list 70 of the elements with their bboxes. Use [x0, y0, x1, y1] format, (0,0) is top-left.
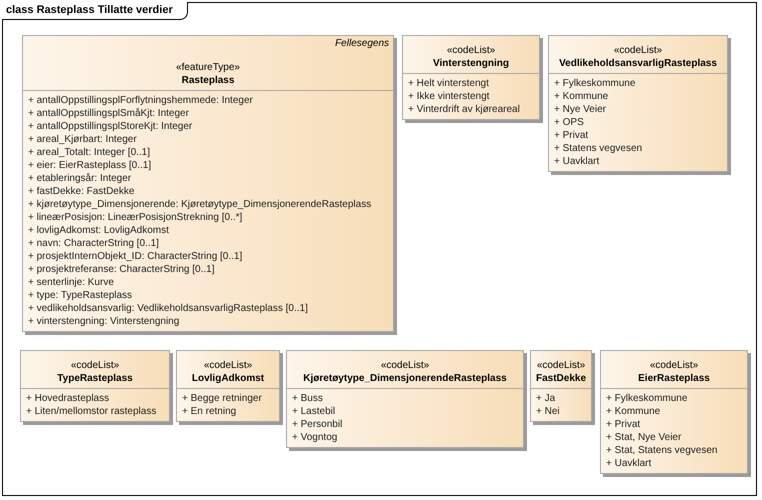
uml-class-box	[20, 350, 170, 422]
attribute-text: + vedlikeholdsansvarlig: VedlikeholdsansvarligRasteplass [0..1]	[28, 302, 309, 315]
attribute-text: + eier: EierRasteplass [0..1]	[28, 159, 152, 172]
attribute-text: + OPS	[554, 116, 585, 129]
attribute-text: + antallOppstillingsplStoreKjt: Integer	[28, 120, 194, 133]
attribute-text: + fastDekke: FastDekke	[28, 185, 136, 198]
attribute-text: + prosjektInternObjekt_ID: CharacterString [0..1]	[28, 250, 244, 263]
class-name: EierRasteplass	[638, 372, 710, 385]
stereotype-label: «featureType»	[176, 61, 240, 74]
attribute-text: + etableringsår: Integer	[28, 172, 132, 185]
attribute-text: + senterlinje: Kurve	[28, 276, 115, 289]
attribute-text: + En retning	[182, 405, 238, 418]
attribute-text: + kjøretøytype_Dimensjonerende: Kjøretøytype_DimensjonerendeRasteplass	[28, 198, 372, 211]
attribute-text: + Helt vinterstengt	[408, 77, 490, 90]
attribute-text: + Privat	[554, 129, 590, 142]
attribute-text: + Ja	[536, 392, 556, 405]
attribute-text: + lineærPosisjon: LineærPosisjonStrekning [0..*]	[28, 211, 244, 224]
attribute-text: + antallOppstillingsplForflytningshemmede: Integer	[28, 94, 254, 107]
attribute-text: + Liten/mellomstor rasteplass	[26, 405, 158, 418]
attribute-text: + navn: CharacterString [0..1]	[28, 237, 160, 250]
attribute-text: + Ikke vinterstengt	[408, 90, 490, 103]
attribute-text: + Hovedrasteplass	[26, 392, 110, 405]
attribute-text: + type: TypeRasteplass	[28, 289, 134, 302]
attribute-text: + areal_Kjørbart: Integer	[28, 133, 138, 146]
stereotype-label: «codeList»	[380, 359, 430, 372]
stereotype-label: «codeList»	[614, 44, 662, 57]
attribute-text: + Stat, Nye Veier	[606, 431, 682, 444]
attribute-text: + Begge retninger	[182, 392, 263, 405]
attribute-text: + areal_Totalt: Integer [0..1]	[28, 146, 152, 159]
attribute-text: + vinterstengning: Vinterstengning	[28, 315, 180, 328]
attribute-text: + Nye Veier	[554, 103, 607, 116]
stereotype-label: «codeList»	[446, 44, 496, 57]
attribute-text: + Uavklart	[554, 155, 600, 168]
attribute-text: + Personbil	[292, 418, 344, 431]
attribute-text: + Kommune	[554, 90, 610, 103]
class-name: Kjøretøytype_DimensjonerendeRasteplass	[303, 372, 507, 385]
class-name: Vinterstengning	[433, 57, 509, 70]
stereotype-label: «codeList»	[650, 359, 698, 372]
attribute-text: + Vogntog	[292, 431, 338, 444]
stereotype-label: «codeList»	[536, 359, 586, 372]
class-name: FastDekke	[536, 372, 586, 385]
attribute-text: + Kommune	[606, 405, 662, 418]
uml-class-box	[286, 350, 524, 448]
class-name: TypeRasteplass	[57, 372, 133, 385]
attribute-text: + Vinterdrift av kjøreareal	[408, 103, 521, 116]
attribute-text: + Buss	[292, 392, 324, 405]
class-name: VedlikeholdsansvarligRasteplass	[559, 57, 717, 70]
stereotype-label: «codeList»	[70, 359, 120, 372]
attribute-text: + Uavklart	[606, 457, 652, 470]
attribute-text: + Statens vegvesen	[554, 142, 644, 155]
stereotype-label: «codeList»	[204, 359, 252, 372]
class-name: LovligAdkomst	[192, 372, 264, 385]
attribute-text: + prosjektreferanse: CharacterString [0..1]	[28, 263, 216, 276]
attribute-text: + Nei	[536, 405, 561, 418]
class-name: Rasteplass	[182, 74, 234, 87]
uml-class-box	[22, 35, 394, 332]
attribute-text: + Privat	[606, 418, 642, 431]
attribute-text: + lovligAdkomst: LovligAdkomst	[28, 224, 170, 237]
uml-class-box	[402, 35, 540, 120]
attribute-text: + antallOppstillingsplSmåKjt: Integer	[28, 107, 190, 120]
uml-class-box	[530, 350, 592, 422]
attribute-text: + Stat, Statens vegvesen	[606, 444, 718, 457]
uml-class-box	[600, 350, 748, 474]
package-label: Fellesegens	[335, 38, 389, 50]
attribute-text: + Fylkeskommune	[606, 392, 688, 405]
attribute-text: + Fylkeskommune	[554, 77, 636, 90]
attribute-text: + Lastebil	[292, 405, 336, 418]
uml-class-box	[548, 35, 728, 172]
uml-class-box	[176, 350, 280, 422]
frame-title: class Rasteplass Tillatte verdier	[2, 2, 188, 20]
